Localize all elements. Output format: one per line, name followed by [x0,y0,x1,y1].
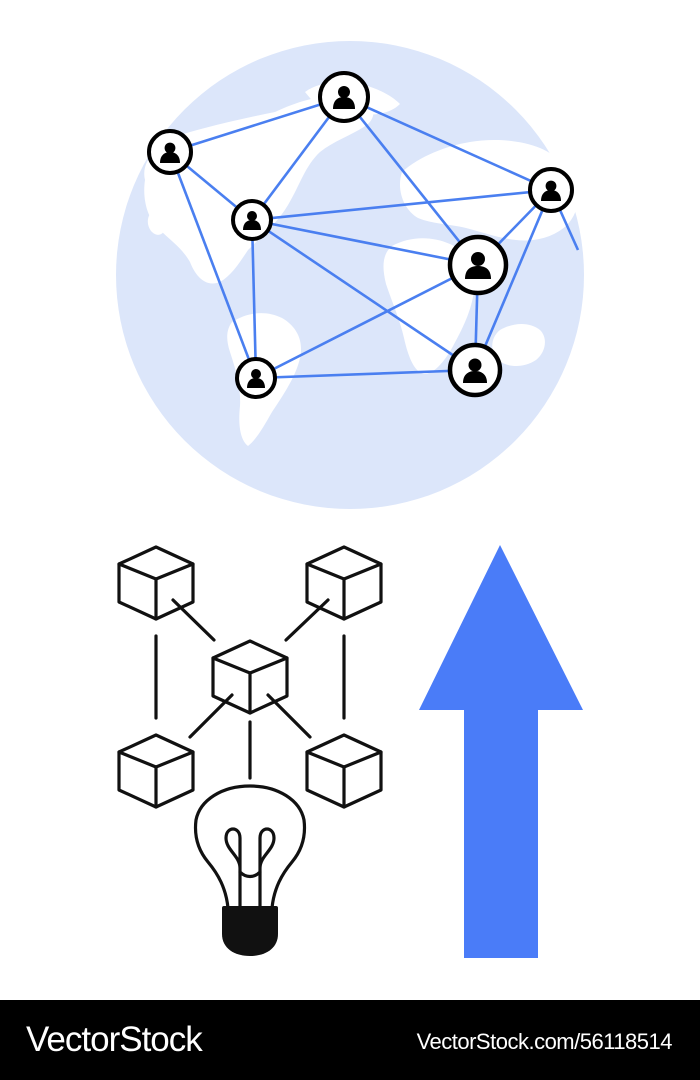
user-node-icon [147,129,193,175]
user-node-icon [318,71,370,123]
connection-line [251,218,479,267]
user-node-icon [235,357,277,399]
lightbulb-base [222,908,278,956]
up-arrow-icon [419,545,583,958]
user-node-icon [447,342,503,398]
connection-line [250,219,258,379]
connection-line [342,96,480,266]
connection-line [169,95,345,154]
illustration [116,41,584,958]
user-node-icon [528,167,574,213]
lightbulb-glass [193,784,307,910]
watermark-bar: VectorStock VectorStock.com/56118514 [0,1000,700,1080]
blockchain-cube-icon [305,545,383,621]
continent-island-west [147,212,166,235]
connection-line [473,189,553,371]
user-node-icon [447,234,509,296]
chain-connector [284,598,330,642]
watermark-brand: VectorStock [26,1020,203,1059]
chain-connector [171,598,216,642]
connection-line [255,368,476,380]
continent-europe-asia [399,140,579,241]
blockchain-cube-icon [117,545,195,621]
user-node-icon [231,199,273,241]
connection-line [251,188,552,222]
lightbulb-filament [224,827,276,910]
connection-line [251,218,476,372]
connection-line [168,151,258,379]
continent-australia [492,324,545,366]
blockchain-cube-icon [211,639,289,715]
blockchain-cube-icon [117,733,195,809]
globe-network-illustration [116,41,584,509]
blockchain-illustration [117,545,383,956]
connection-line [255,263,479,380]
watermark-reference: VectorStock.com/56118514 [416,1029,673,1054]
lightbulb-icon [193,784,307,956]
connection-line [343,95,552,192]
blockchain-cube-icon [305,733,383,809]
